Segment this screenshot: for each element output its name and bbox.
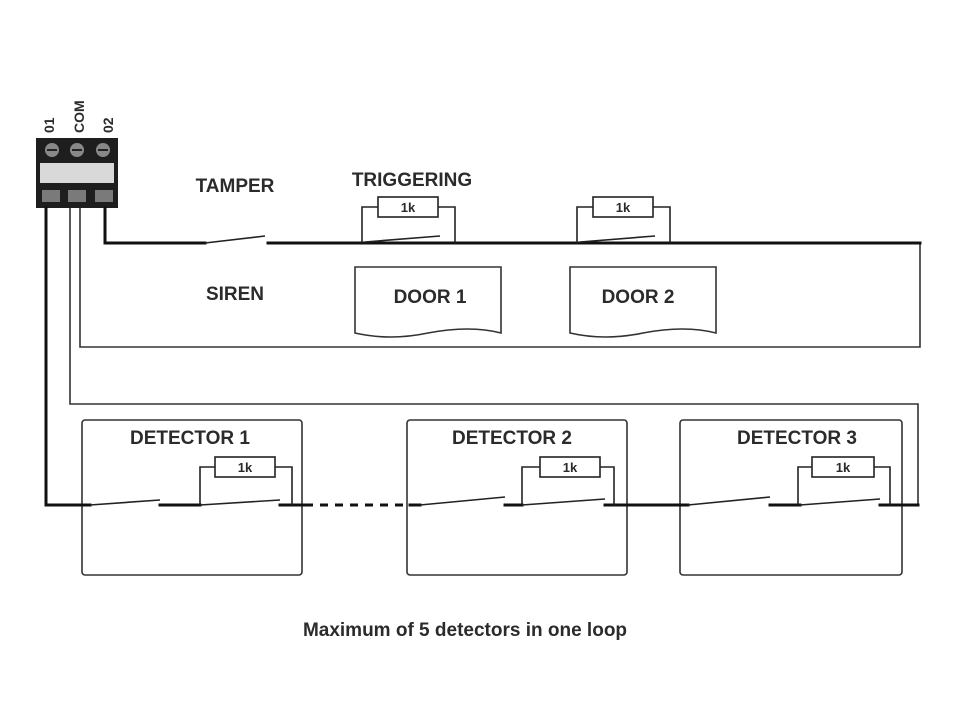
detector2-resistor-label: 1k [563, 460, 578, 475]
triggering-label: TRIGGERING [352, 170, 472, 191]
door1-label: DOOR 1 [394, 287, 467, 308]
detector2-label: DETECTOR 2 [452, 428, 572, 449]
detector1-resistor-group: 1k [199, 456, 293, 505]
detector-wire [44, 206, 920, 507]
siren-loop [79, 208, 921, 348]
door2-contact: 1k [576, 196, 671, 243]
caption: Maximum of 5 detectors in one loop [303, 620, 627, 641]
door1-shape: DOOR 1 [354, 266, 502, 338]
detector1-label: DETECTOR 1 [130, 428, 250, 449]
tamper-switch [204, 235, 266, 244]
detector3-label: DETECTOR 3 [737, 428, 857, 449]
tamper-label: TAMPER [196, 176, 275, 197]
detector1-resistor-label: 1k [238, 460, 253, 475]
detector1-box: DETECTOR 1 [81, 419, 303, 576]
detector2-resistor [539, 456, 601, 478]
terminal-label-02: 02 [100, 117, 116, 133]
door2-label: DOOR 2 [602, 287, 675, 308]
tamper-wire [103, 206, 922, 245]
detector2-resistor-group: 1k [521, 456, 615, 505]
terminal-label-01: 01 [41, 117, 57, 133]
detector1-resistor [214, 456, 276, 478]
detector3-resistor-group: 1k [797, 456, 891, 505]
siren-label: SIREN [206, 284, 264, 305]
detector3-resistor-label: 1k [836, 460, 851, 475]
door1-resistor-label: 1k [401, 200, 416, 215]
terminal-block [36, 138, 118, 208]
door2-resistor [592, 196, 654, 218]
terminal-labels: 01 COM 02 [41, 100, 116, 133]
detector3-box: DETECTOR 3 [679, 419, 903, 576]
door2-shape: DOOR 2 [569, 266, 717, 338]
detector3-resistor [811, 456, 875, 478]
detector-loop [69, 208, 919, 505]
door2-resistor-label: 1k [616, 200, 631, 215]
detector2-box: DETECTOR 2 [406, 419, 628, 576]
door1-contact: 1k [361, 196, 456, 243]
door1-resistor [377, 196, 439, 218]
terminal-label-com: COM [71, 100, 87, 133]
